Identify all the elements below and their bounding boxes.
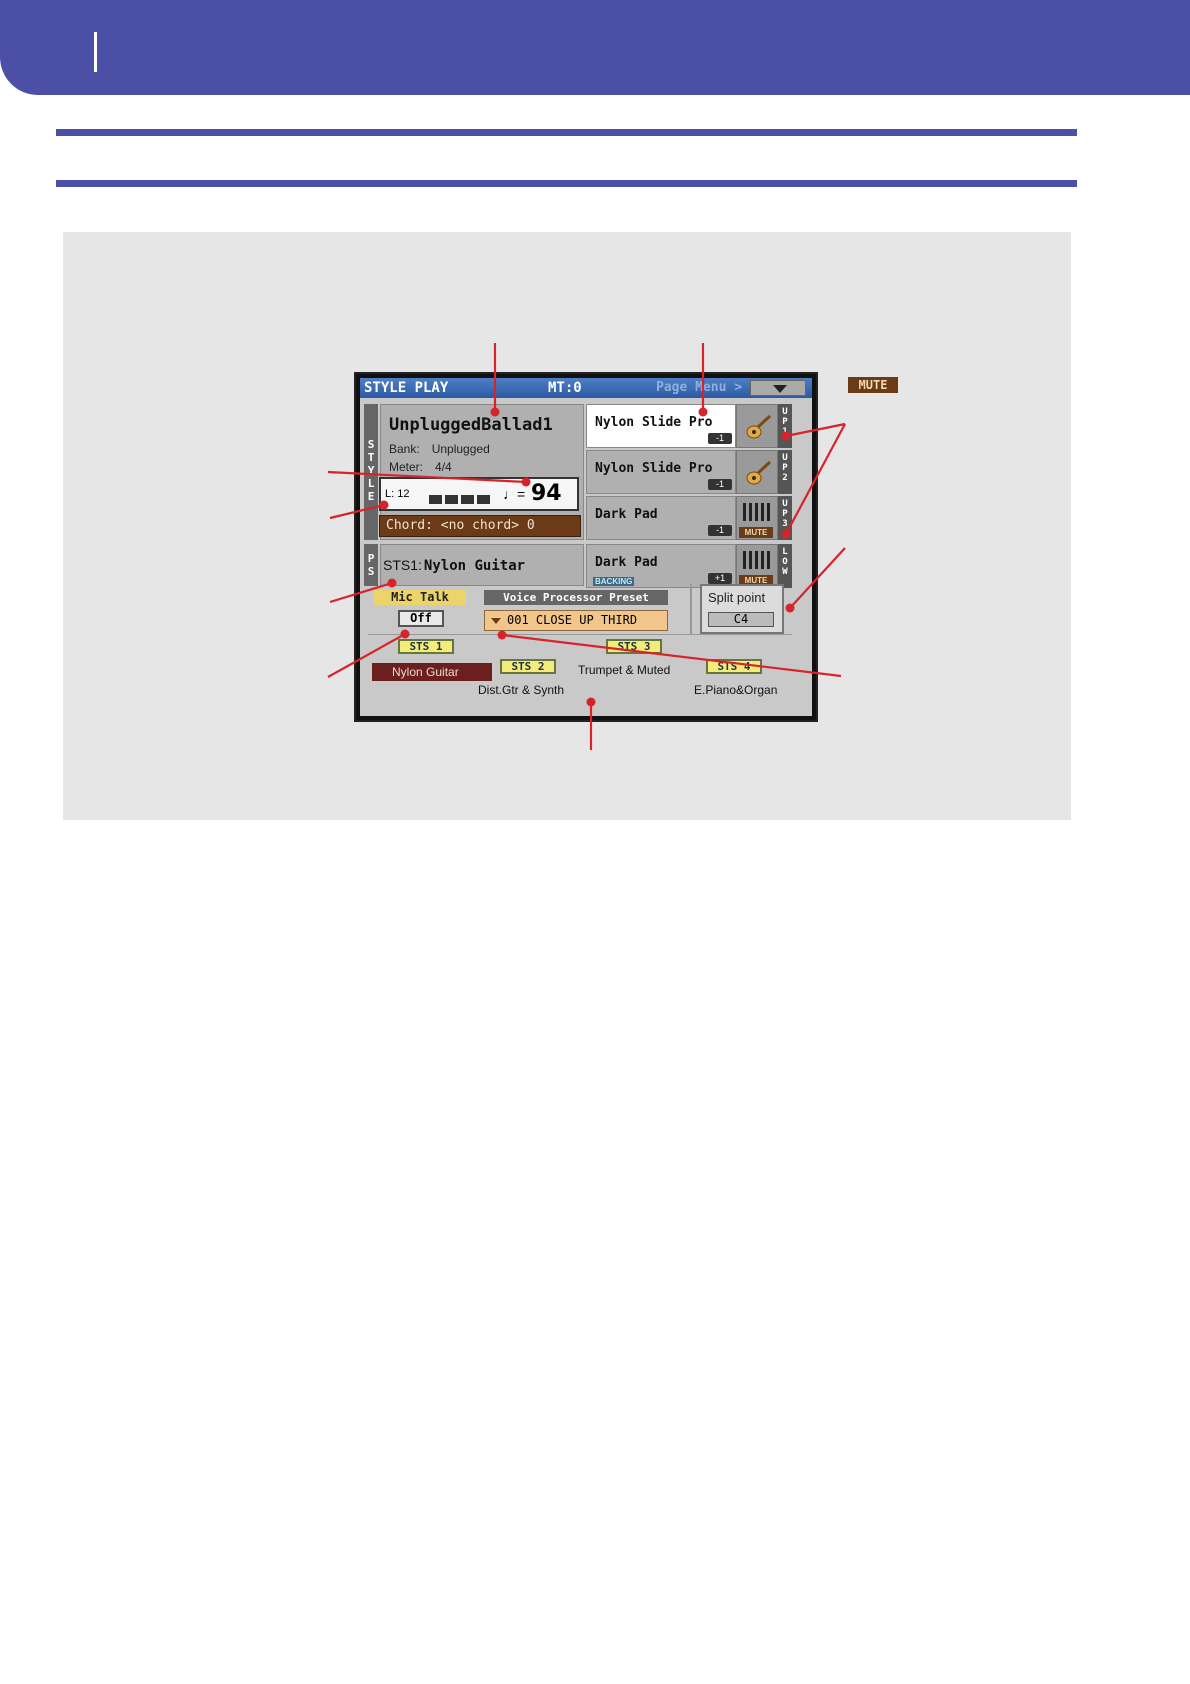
header-band (0, 0, 1190, 95)
section-rule-top (56, 129, 1077, 136)
track-lower[interactable]: Dark Pad BACKING +1 (586, 544, 736, 588)
voice-processor-select[interactable]: 001 CLOSE UP THIRD (484, 610, 668, 631)
style-tab-letter: S (367, 438, 375, 451)
mic-talk-button[interactable]: Off (398, 610, 444, 627)
split-point-value: C4 (708, 612, 774, 627)
instrument-icon-upper-3[interactable]: MUTE (736, 496, 778, 540)
instrument-icon-upper-2[interactable] (736, 450, 778, 494)
style-play-screen: STYLE PLAY MT:0 Page Menu > S T Y L E Un… (354, 372, 818, 722)
sts-2-name: Dist.Gtr & Synth (478, 683, 565, 697)
header-divider (94, 32, 97, 72)
track-name: Dark Pad (595, 555, 658, 570)
style-meter: Meter:4/4 (389, 460, 452, 474)
track-name: Nylon Slide Pro (595, 461, 713, 476)
guitar-icon (746, 414, 772, 439)
beat-indicator (429, 491, 493, 509)
style-tab-letter: L (367, 477, 375, 490)
split-point-button[interactable]: Split point C4 (700, 584, 784, 634)
style-area[interactable]: UnpluggedBallad1 Bank:Unplugged Meter:4/… (379, 404, 584, 540)
octave-badge: -1 (708, 433, 732, 444)
pad-icon (743, 551, 771, 569)
style-name: UnpluggedBallad1 (389, 415, 553, 435)
pad-icon (743, 503, 771, 521)
style-length: L: 12 (385, 488, 410, 500)
track-upper-1[interactable]: Nylon Slide Pro -1 (586, 404, 736, 448)
octave-badge: -1 (708, 479, 732, 490)
split-point-label: Split point (708, 590, 766, 605)
style-tab[interactable]: S T Y L E (364, 404, 378, 540)
master-transpose: MT:0 (548, 380, 582, 396)
page-menu-button[interactable] (750, 380, 806, 396)
tempo-value[interactable]: 94 (531, 481, 562, 506)
ps-tab[interactable]: P S (364, 544, 378, 586)
octave-badge: +1 (708, 573, 732, 584)
sts-3-button[interactable]: STS 3 (606, 639, 662, 654)
guitar-icon (746, 460, 772, 485)
performance-area[interactable]: STS1:Nylon Guitar (380, 544, 584, 586)
style-tab-letter: Y (367, 464, 375, 477)
style-tab-letter: E (367, 490, 375, 503)
tempo-area[interactable]: L: 12 ♩= 94 (379, 477, 579, 511)
voice-processor-label: Voice Processor Preset (484, 590, 668, 605)
page-menu-label[interactable]: Page Menu > (656, 380, 743, 395)
mic-talk-label: Mic Talk (374, 590, 466, 605)
ps-tab-letter: S (367, 565, 375, 578)
sts-3-name: Trumpet & Muted (578, 663, 671, 677)
track-upper-2[interactable]: Nylon Slide Pro -1 (586, 450, 736, 494)
track-name: Dark Pad (595, 507, 658, 522)
sts-4-name: E.Piano&Organ (694, 683, 778, 697)
quarter-note-icon: ♩= (503, 486, 526, 502)
instrument-icon-upper-1[interactable] (736, 404, 778, 448)
mute-badge: MUTE (739, 575, 773, 586)
mute-badge: MUTE (739, 527, 773, 538)
instrument-icon-lower[interactable]: MUTE (736, 544, 778, 588)
chord-display: Chord: <no chord> 0 (379, 515, 581, 537)
page-title: STYLE PLAY (364, 380, 449, 396)
title-bar: STYLE PLAY MT:0 Page Menu > (360, 378, 812, 398)
section-rule-bottom (56, 180, 1077, 187)
mute-legend-badge: MUTE (848, 377, 898, 393)
sts-selection: STS1:Nylon Guitar (383, 557, 526, 574)
divider (690, 584, 692, 634)
octave-badge: -1 (708, 525, 732, 536)
backing-badge: BACKING (593, 577, 635, 586)
style-tab-letter: T (367, 451, 375, 464)
sts-2-button[interactable]: STS 2 (500, 659, 556, 674)
ps-tab-letter: P (367, 552, 375, 565)
sts-area: STS 1 Nylon Guitar STS 2 Dist.Gtr & Synt… (368, 634, 792, 697)
track-upper-3[interactable]: Dark Pad -1 (586, 496, 736, 540)
style-bank: Bank:Unplugged (389, 442, 490, 456)
sts-1-button[interactable]: STS 1 (398, 639, 454, 654)
sts-4-button[interactable]: STS 4 (706, 659, 762, 674)
track-name: Nylon Slide Pro (595, 415, 713, 430)
sts-1-name: Nylon Guitar (372, 663, 492, 681)
